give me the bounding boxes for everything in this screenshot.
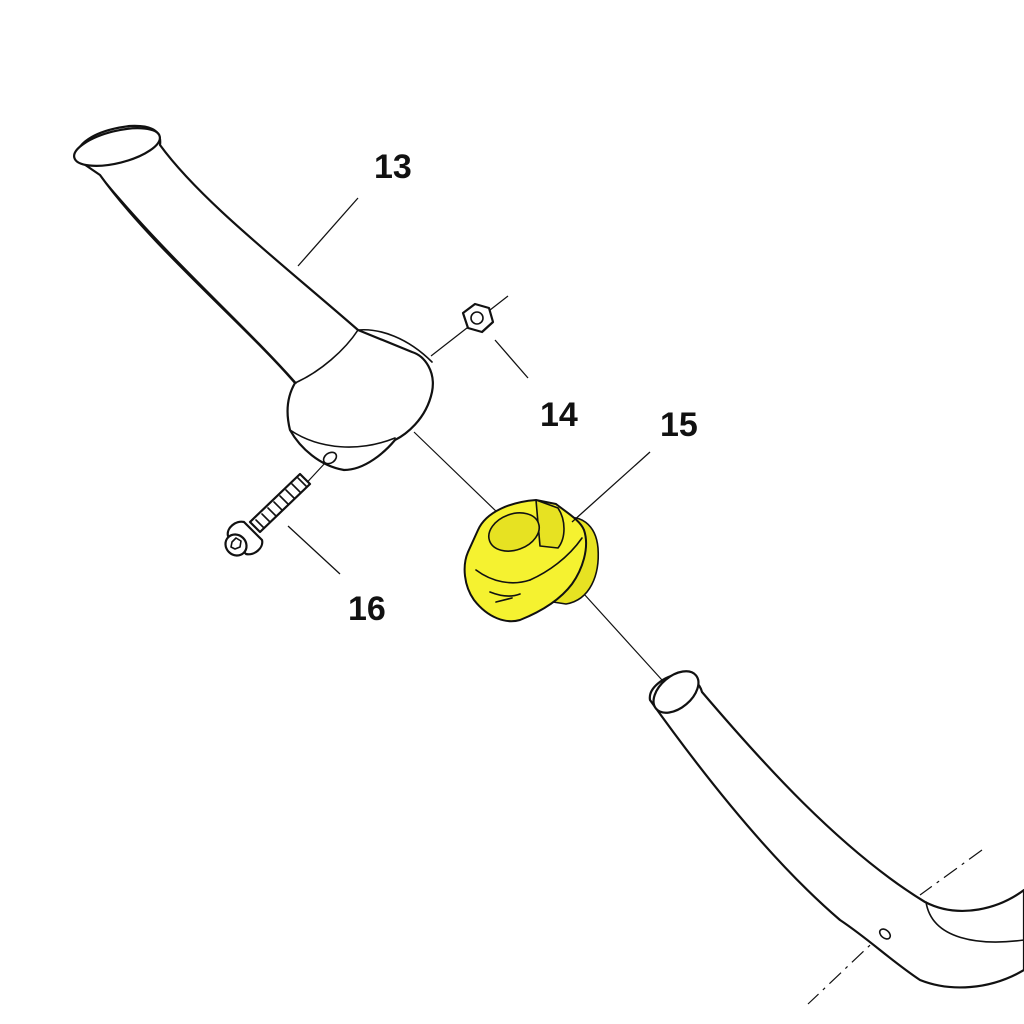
leader-lines	[287, 197, 651, 575]
grip-end-opening	[73, 127, 161, 167]
leader-13	[297, 197, 359, 267]
part-13-handle[interactable]	[70, 121, 434, 472]
clamp-bore	[488, 512, 540, 552]
tube-pin-hole	[878, 928, 892, 940]
clamp-to-tube-axis-line	[583, 593, 663, 681]
part-14-lock-nut[interactable]	[461, 302, 495, 334]
handlebar-tube	[648, 670, 1024, 989]
leader-15	[571, 451, 651, 523]
part-label-15: 15	[660, 406, 698, 444]
tube-bend-centerline-lower	[807, 929, 887, 1005]
part-labels: 13 14 15 16	[348, 148, 698, 628]
screw-head-face	[224, 533, 248, 557]
tube-bend-centerline-upper	[919, 849, 983, 896]
leader-16	[287, 525, 341, 575]
collar-screw-hole	[322, 451, 338, 465]
tube-end-opening	[652, 670, 700, 714]
part-15-clamp-highlighted[interactable]	[463, 499, 600, 623]
part-16-screw[interactable]	[221, 472, 312, 560]
part-label-13: 13	[374, 148, 412, 186]
leader-14	[494, 339, 529, 379]
part-label-16: 16	[348, 590, 386, 628]
handle-to-clamp-axis-line	[413, 431, 501, 516]
part-label-14: 14	[540, 396, 578, 434]
